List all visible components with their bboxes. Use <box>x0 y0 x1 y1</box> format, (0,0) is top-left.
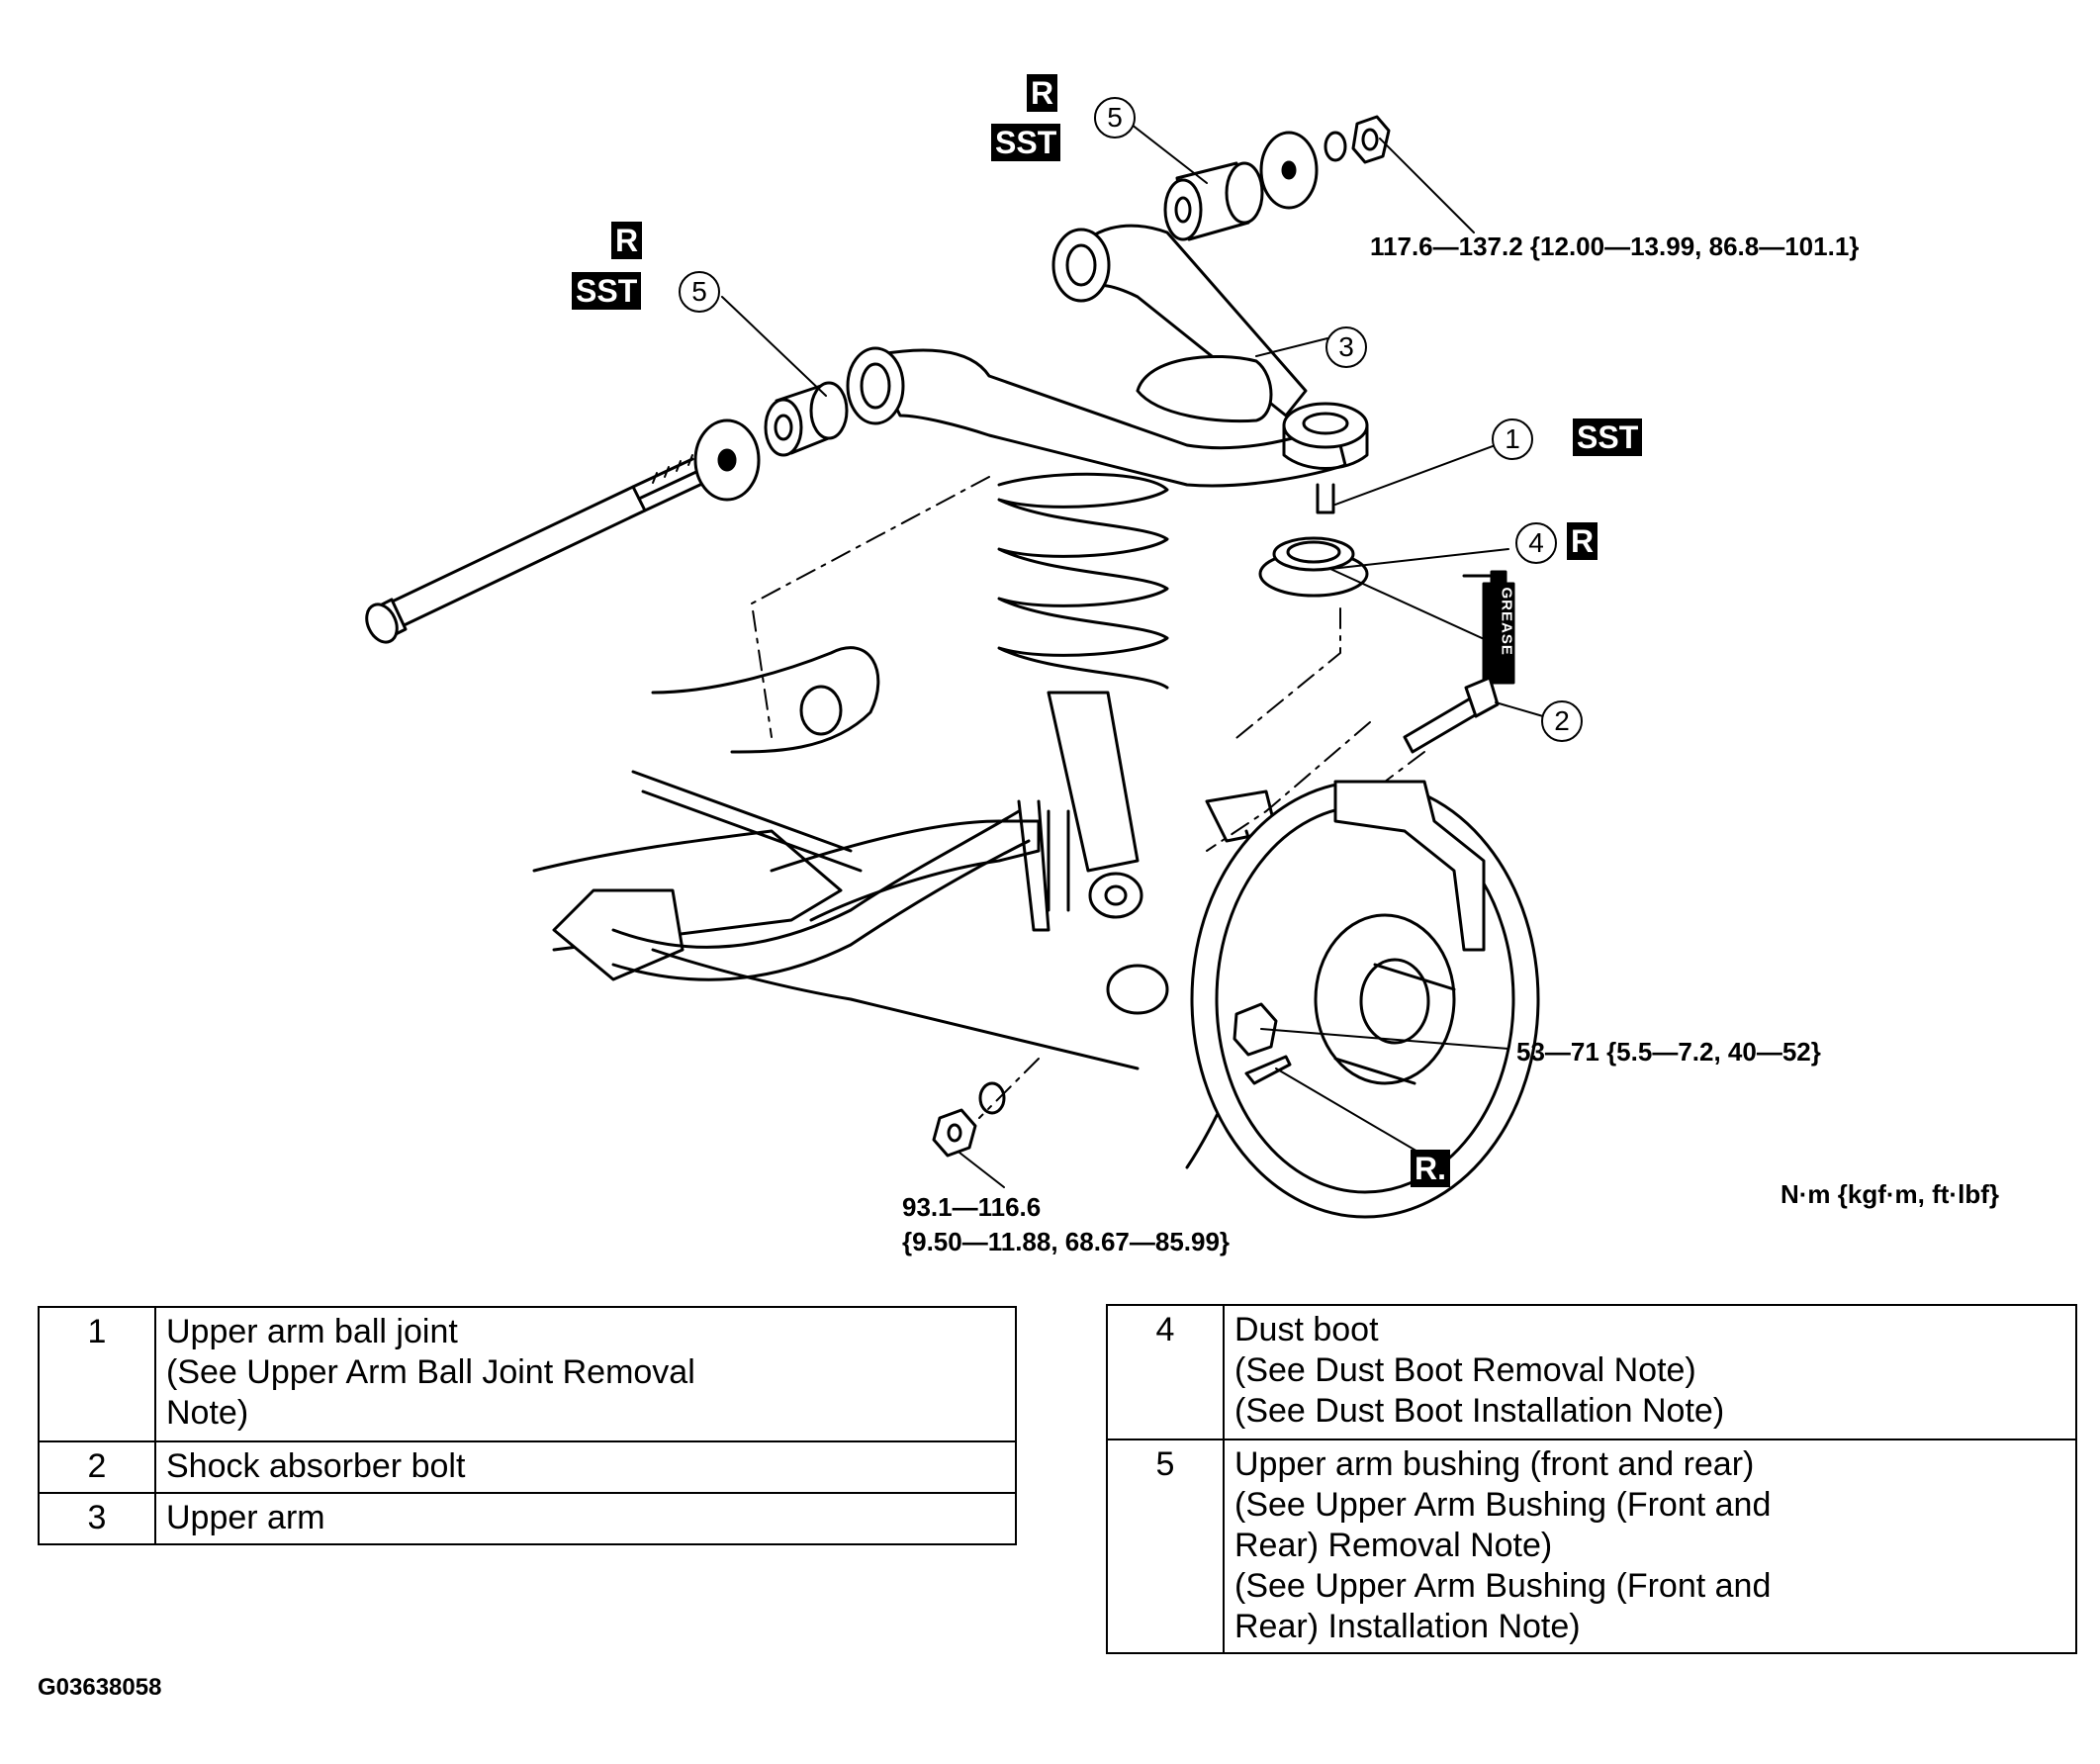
callout-5-rear: 5 <box>1094 97 1136 139</box>
legend-table-right: 4 Dust boot (See Dust Boot Removal Note)… <box>1106 1304 2077 1654</box>
shock-absorber-bolt <box>1403 676 1500 754</box>
suspension-exploded-diagram <box>365 113 1544 1219</box>
figure-code: G03638058 <box>38 1674 162 1701</box>
legend-description: Dust boot (See Dust Boot Removal Note) (… <box>1223 1304 2077 1440</box>
callout-3: 3 <box>1325 326 1367 368</box>
torque-tie-rod-nut-line2: {9.50—11.88, 68.67—85.99} <box>902 1227 1231 1256</box>
knuckle-castle-nut <box>1233 1002 1278 1057</box>
sst-tag-front-bushing: SST <box>572 272 642 310</box>
upper-arm <box>846 224 1369 514</box>
torque-rear-nut: 117.6—137.2 {12.00—13.99, 86.8—101.1} <box>1370 232 1860 261</box>
table-row: 1 Upper arm ball joint (See Upper Arm Ba… <box>38 1306 1017 1442</box>
replace-tag-cotter-pin: R. <box>1411 1150 1450 1187</box>
torque-unit: N·m {kgf·m, ft·lbf} <box>1780 1179 1999 1209</box>
alignment-lines <box>751 476 1425 1119</box>
sst-tag-ball-joint: SST <box>1573 418 1643 456</box>
front-bushing <box>764 381 849 457</box>
legend-number: 1 <box>38 1306 156 1442</box>
rear-washer <box>1259 131 1319 210</box>
torque-knuckle-nut: 53—71 {5.5—7.2, 40—52} <box>1516 1037 1821 1067</box>
coil-spring-shock <box>997 472 1169 919</box>
legend-description: Shock absorber bolt <box>154 1440 1017 1494</box>
upper-arm-long-bolt <box>365 454 706 644</box>
legend-description: Upper arm ball joint (See Upper Arm Ball… <box>154 1306 1017 1442</box>
stabilizer-bar <box>611 799 1050 981</box>
table-row: 4 Dust boot (See Dust Boot Removal Note)… <box>1106 1304 2077 1440</box>
brake-disc <box>1190 780 1540 1219</box>
table-row: 3 Upper arm <box>38 1492 1017 1545</box>
table-row: 5 Upper arm bushing (front and rear) (Se… <box>1106 1439 2077 1654</box>
caliper-bracket <box>1333 780 1486 952</box>
front-washer <box>693 418 761 502</box>
callout-2: 2 <box>1541 700 1583 742</box>
legend-table-left: 1 Upper arm ball joint (See Upper Arm Ba… <box>38 1306 1017 1545</box>
replace-tag-dust-boot: R <box>1567 522 1598 560</box>
callout-1: 1 <box>1492 418 1533 460</box>
table-row: 2 Shock absorber bolt <box>38 1440 1017 1494</box>
legend-number: 5 <box>1106 1439 1225 1654</box>
cotter-pin <box>1244 1055 1292 1085</box>
callout-5-front: 5 <box>679 271 720 313</box>
grease-can <box>1462 570 1515 685</box>
rear-bushing <box>1163 161 1264 241</box>
rear-nut <box>1351 115 1391 164</box>
legend-number: 3 <box>38 1492 156 1545</box>
dust-boot <box>1258 536 1369 598</box>
legend-number: 2 <box>38 1440 156 1494</box>
frame-structure <box>532 646 1140 1070</box>
grease-label: GREASE <box>1498 587 1515 656</box>
tie-rod-nut <box>932 1108 977 1158</box>
torque-tie-rod-nut-line1: 93.1—116.6 <box>902 1192 1042 1222</box>
sst-tag-rear-bushing: SST <box>991 124 1061 161</box>
callout-4: 4 <box>1515 522 1557 564</box>
leader-lines <box>721 113 1544 1188</box>
legend-description: Upper arm bushing (front and rear) (See … <box>1223 1439 2077 1654</box>
legend-description: Upper arm <box>154 1492 1017 1545</box>
replace-tag-front-bushing: R <box>611 222 643 259</box>
rear-lock-washer <box>1324 131 1347 162</box>
legend-number: 4 <box>1106 1304 1225 1440</box>
tie-rod-washer <box>978 1081 1006 1115</box>
replace-tag-rear-bushing: R <box>1027 74 1058 112</box>
